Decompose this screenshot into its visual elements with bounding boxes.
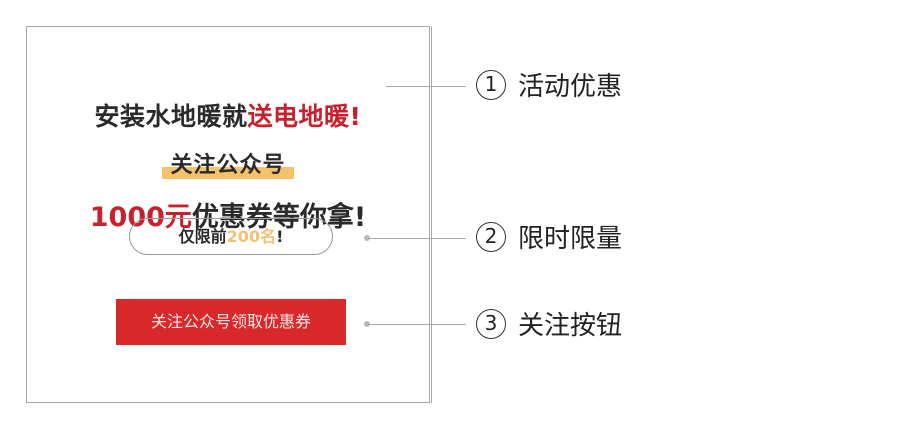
connector-dot-2	[364, 235, 370, 241]
offer-line: 1000元优惠券等你拿!	[27, 195, 429, 234]
offer-text: 优惠券等你拿!	[191, 202, 367, 233]
subhead: 关注公众号	[162, 147, 294, 179]
connector-1	[386, 86, 466, 87]
headline-black: 安装水地暖就	[94, 102, 248, 131]
promo-card: 安装水地暖就送电地暖! 关注公众号 1000元优惠券等你拿! 仅限前200名! …	[26, 26, 430, 403]
annotation-1: 1 活动优惠	[476, 66, 622, 103]
pill-count: 200名	[226, 227, 277, 246]
headline-red: 送电地暖!	[247, 102, 362, 131]
headline: 安装水地暖就送电地暖!	[27, 97, 429, 133]
subhead-text: 关注公众号	[170, 153, 286, 178]
annotation-label: 活动优惠	[518, 72, 623, 102]
card-right-edge	[431, 26, 432, 403]
highlight-bar	[162, 167, 294, 179]
annotation-label: 关注按钮	[518, 311, 623, 341]
connector-3	[368, 324, 466, 325]
follow-coupon-button[interactable]: 关注公众号领取优惠券	[116, 299, 346, 345]
annotation-3: 3 关注按钮	[476, 305, 622, 342]
connector-dot-3	[364, 321, 370, 327]
pill-prefix: 仅限前	[178, 227, 227, 246]
annotation-2: 2 限时限量	[476, 218, 622, 255]
number-circle-icon: 3	[476, 308, 506, 339]
limit-pill: 仅限前200名!	[129, 218, 333, 255]
number-circle-icon: 1	[476, 69, 506, 100]
annotation-label: 限时限量	[518, 224, 623, 254]
connector-2	[368, 238, 466, 239]
number-circle-icon: 2	[476, 221, 506, 252]
pill-suffix: !	[276, 227, 284, 246]
